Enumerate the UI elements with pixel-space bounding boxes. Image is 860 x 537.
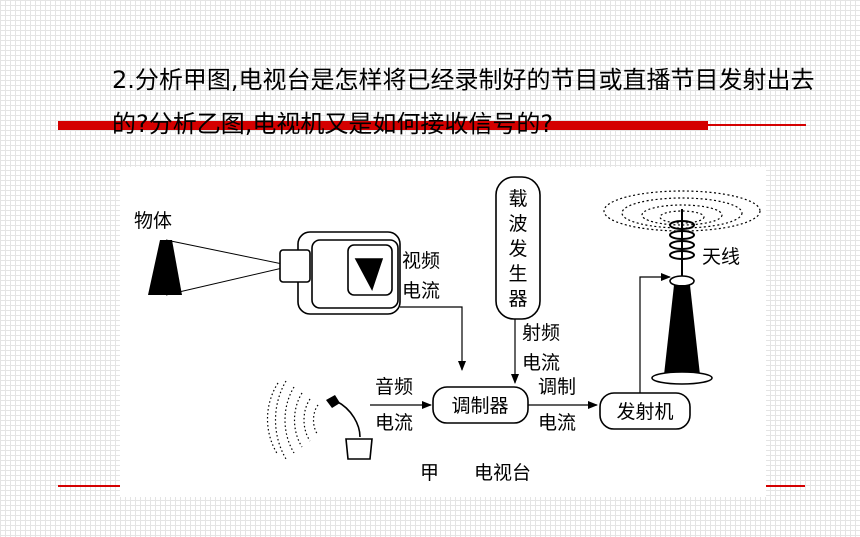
footer-line-right	[760, 485, 805, 487]
modulated-current-label-2: 电流	[538, 412, 576, 434]
antenna-tower	[603, 190, 761, 385]
rf-current-label-1: 射频	[522, 322, 560, 344]
title-underline-thin	[706, 124, 806, 126]
question-text: 2.分析甲图,电视台是怎样将已经录制好的节目或直播节目发射出去的?分析乙图,电视…	[112, 66, 815, 138]
caption-title: 电视台	[474, 462, 531, 484]
modulated-current-label-1: 调制	[538, 376, 576, 398]
title-underline-bar	[58, 121, 708, 130]
microphone	[267, 380, 373, 460]
rf-current-label-2: 电流	[522, 352, 560, 374]
caption-letter: 甲	[420, 462, 439, 484]
transmitter-label: 发射机	[616, 401, 673, 423]
audio-current-label-2: 电流	[375, 412, 413, 434]
modulator-label: 调制器	[451, 395, 508, 417]
transmitter-antenna-arrow	[639, 273, 671, 393]
object-shape	[148, 240, 182, 295]
audio-current-label-1: 音频	[375, 376, 413, 398]
video-current-label-2: 电流	[402, 280, 440, 302]
camera	[279, 231, 401, 315]
video-arrow	[400, 306, 466, 371]
transmitter-box	[599, 392, 691, 430]
carrier-char-1: 载	[508, 188, 527, 210]
carrier-char-5: 器	[508, 288, 527, 310]
sound-waves	[267, 380, 319, 460]
carrier-generator-box	[495, 176, 541, 320]
video-current-label-1: 视频	[402, 250, 440, 272]
carrier-char-4: 生	[508, 263, 527, 285]
object-label: 物体	[134, 210, 172, 232]
footer-line-left	[58, 485, 128, 487]
carrier-char-3: 发	[508, 238, 527, 260]
antenna-label: 天线	[702, 246, 740, 268]
carrier-char-2: 波	[508, 213, 527, 235]
tv-station-diagram: 物体 视频 电流 载 波 发 生 器 射频 电流 调制器	[120, 167, 766, 497]
diagram-svg: 物体 视频 电流 载 波 发 生 器 射频 电流 调制器	[134, 176, 761, 484]
